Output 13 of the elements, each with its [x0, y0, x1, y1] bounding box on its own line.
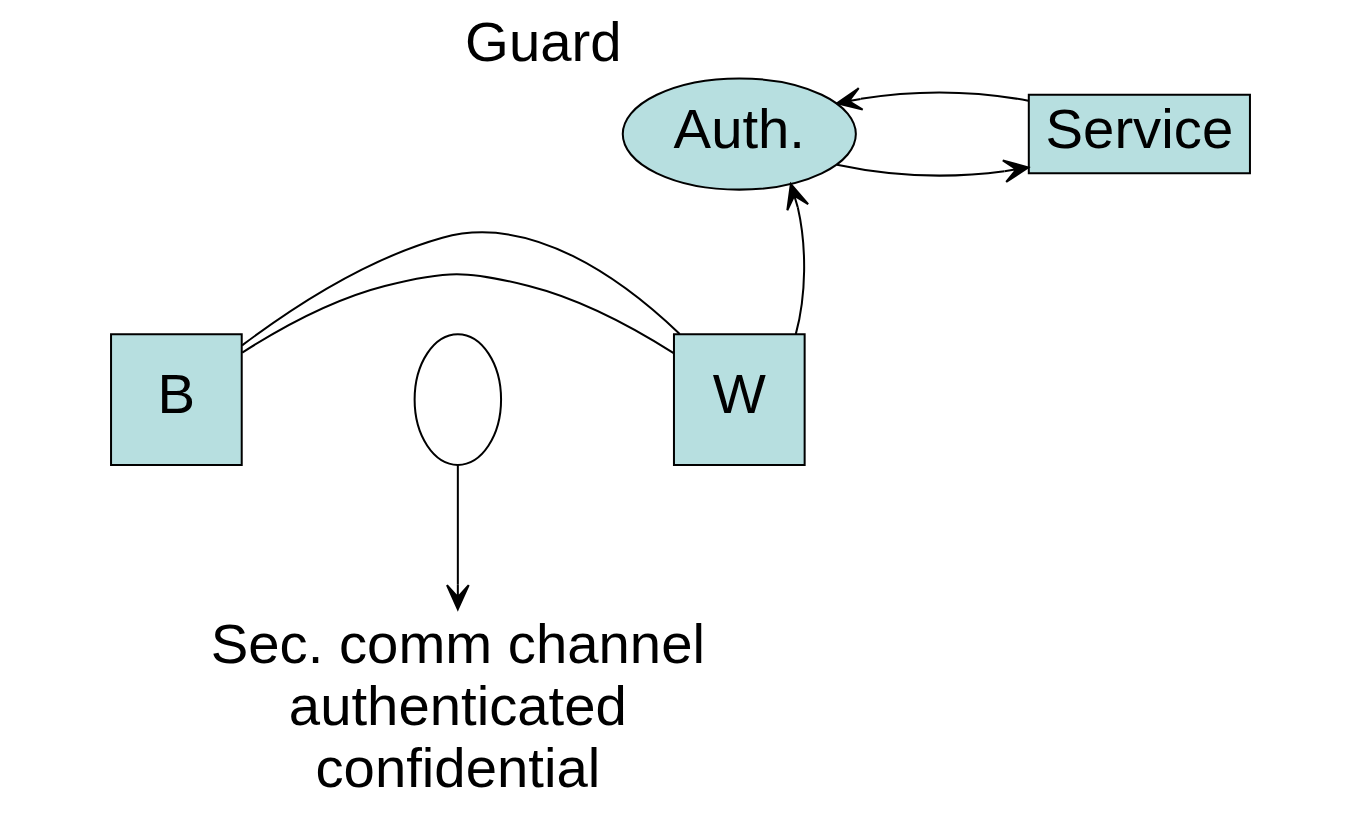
connector	[241, 231, 680, 347]
connector	[241, 273, 674, 354]
node-box: Service	[1027, 93, 1251, 175]
arrow	[445, 465, 470, 611]
node-ellipse	[413, 333, 502, 466]
arrow	[836, 159, 1029, 183]
node-label: Guard	[464, 10, 622, 74]
node-ellipse: Auth.	[621, 77, 857, 191]
arrow	[785, 183, 809, 335]
node-text: Sec. comm channel authenticated confidential	[210, 611, 705, 800]
arrow	[835, 87, 1029, 111]
node-box: W	[672, 333, 806, 466]
node-box: B	[109, 333, 243, 466]
